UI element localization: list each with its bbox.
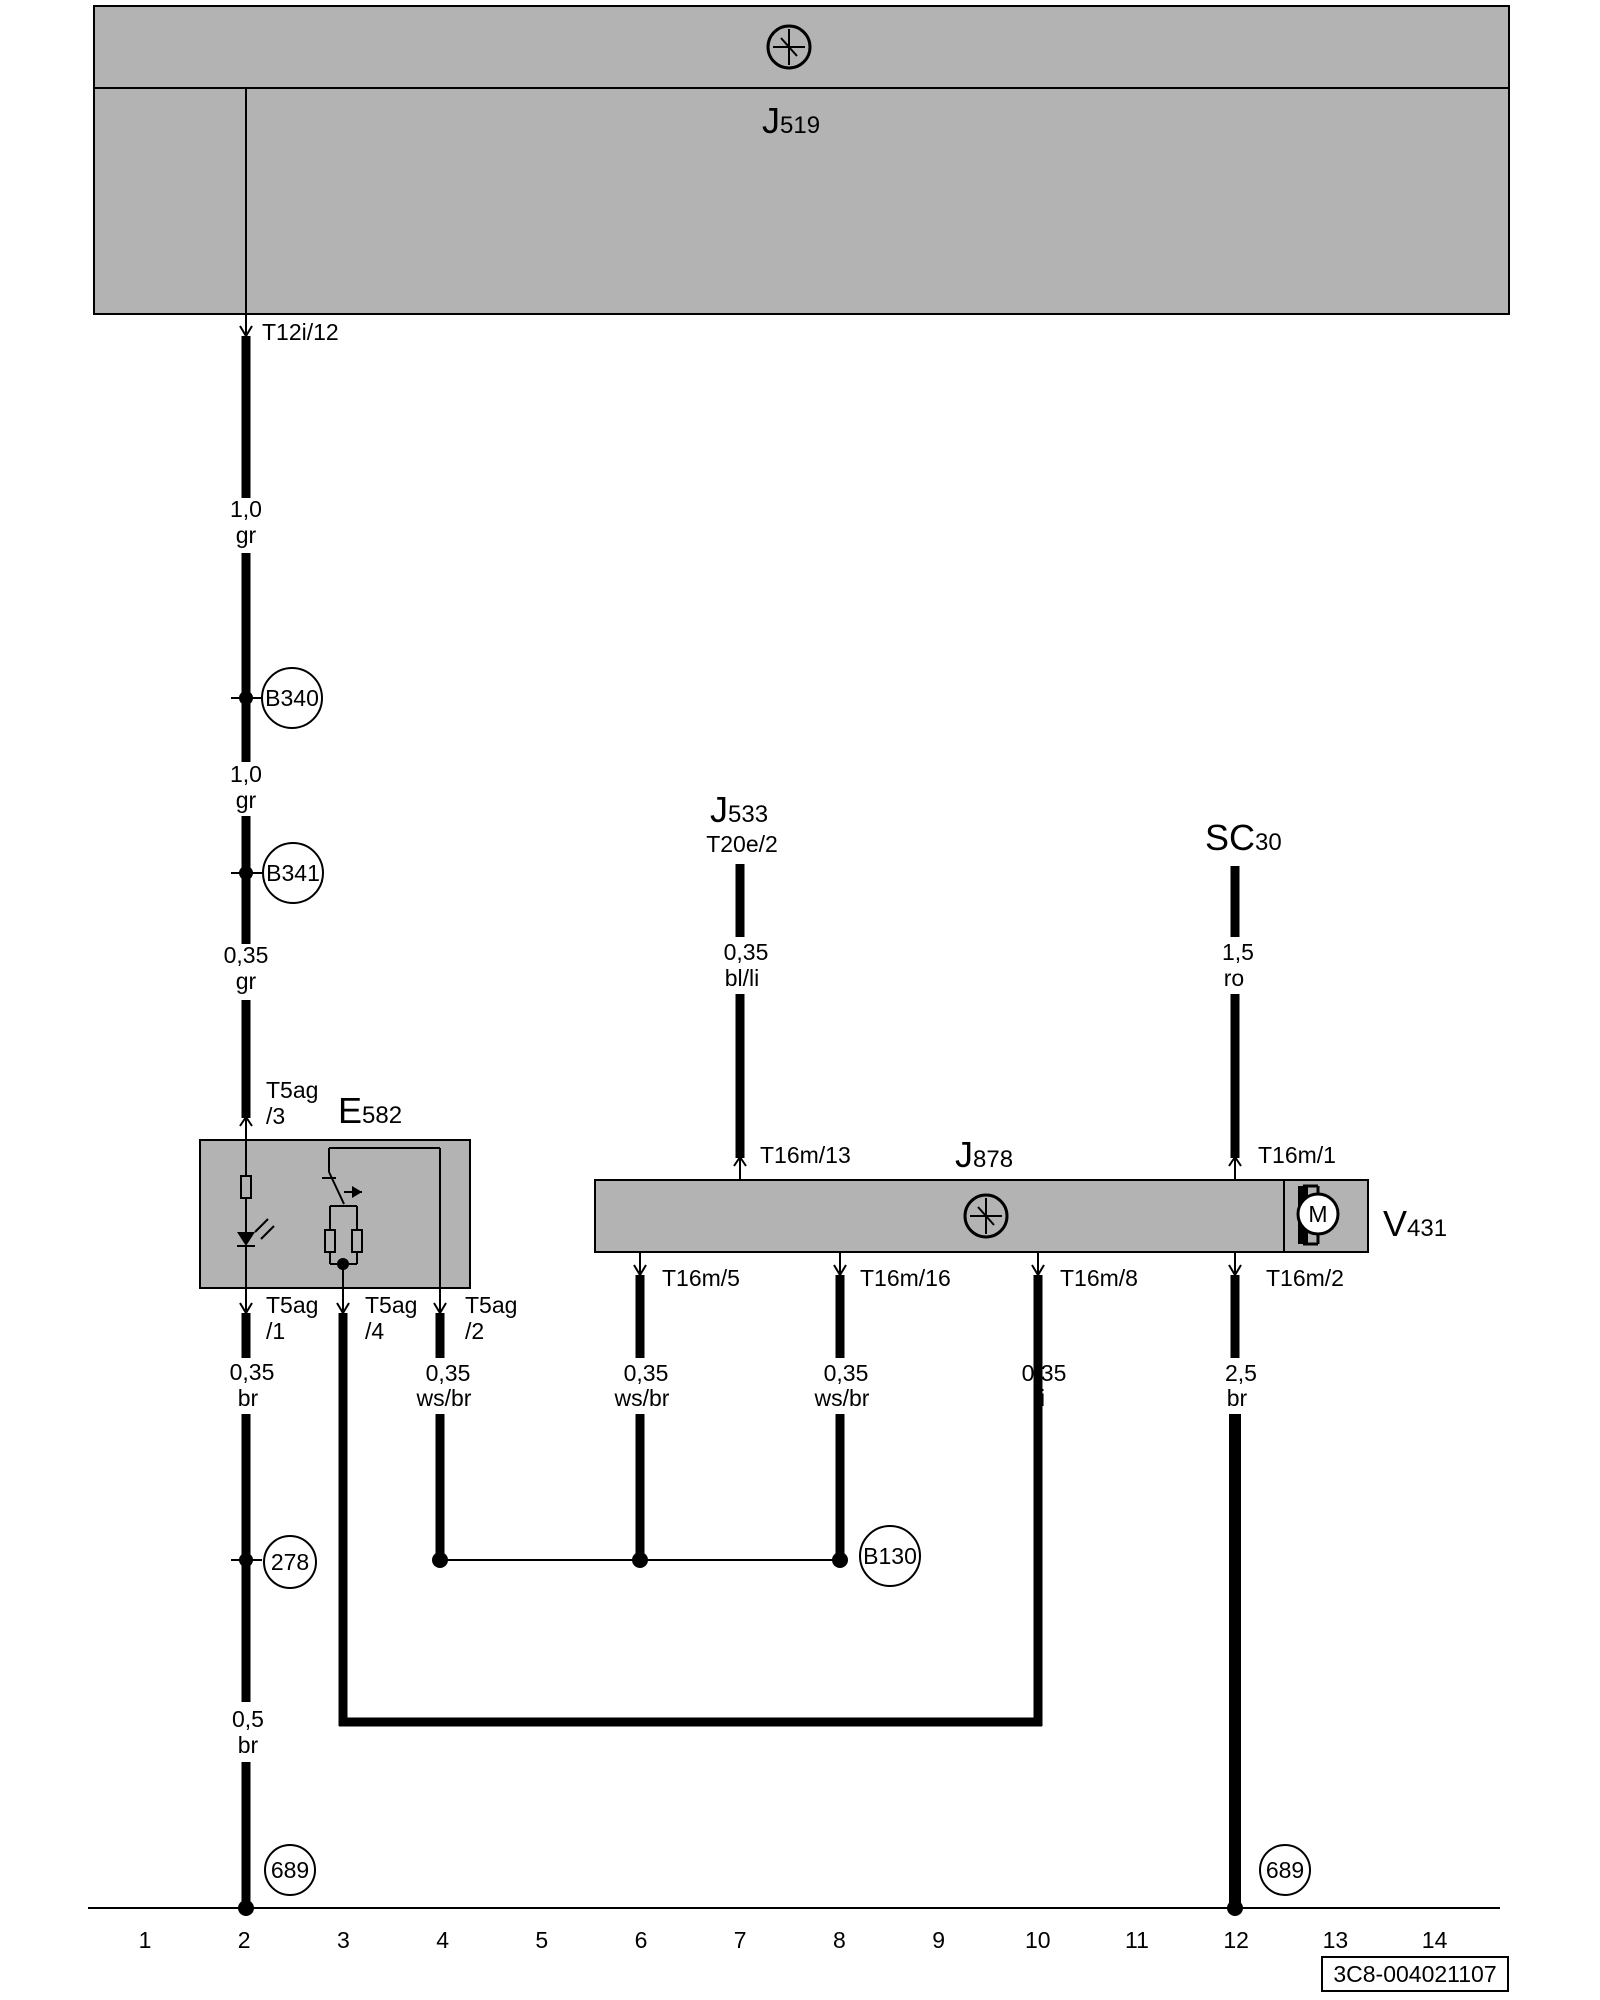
scale-number: 4 bbox=[436, 1927, 449, 1953]
wire-w2-size: 1,0 bbox=[230, 761, 262, 787]
connection-b341-label: B341 bbox=[266, 860, 320, 886]
j878-pins: T16m/5 T16m/16 T16m/8 0,35 li T16m/2 2,5… bbox=[633, 1252, 1344, 1916]
wire-loop bbox=[338, 1313, 1043, 1727]
wire-w1-color: gr bbox=[236, 522, 257, 548]
wire-w4-color: br bbox=[238, 1385, 259, 1411]
connection-b130 bbox=[859, 1525, 921, 1587]
scale-number: 2 bbox=[238, 1927, 251, 1953]
wire-group-ws-br: 0,35 ws/br 0,35 ws/br 0,35 ws/br B130 bbox=[416, 1313, 921, 1587]
v431-label: V431 bbox=[1383, 1203, 1447, 1244]
wire-w1-size: 1,0 bbox=[230, 496, 262, 522]
wire-column-2: T12i/12 1,0 gr B340 1,0 gr B341 0,35 gr … bbox=[224, 314, 339, 1140]
connection-b130-label: B130 bbox=[863, 1543, 917, 1569]
connection-b340-label: B340 bbox=[265, 685, 319, 711]
scale-number: 13 bbox=[1323, 1927, 1349, 1953]
scale-number: 8 bbox=[833, 1927, 846, 1953]
pin-t5ag-2-a: T5ag bbox=[465, 1292, 517, 1318]
sc30-wire: SC30 1,5 ro T16m/1 bbox=[1205, 817, 1336, 1180]
wire-w3-color: gr bbox=[236, 968, 257, 994]
ground-689-right-label: 689 bbox=[1266, 1857, 1304, 1883]
scale-number: 10 bbox=[1025, 1927, 1051, 1953]
pin-t5ag-1-a: T5ag bbox=[266, 1292, 318, 1318]
wire-w8-size: 0,35 bbox=[624, 1360, 669, 1386]
wire-w11-size: 1,5 bbox=[1222, 939, 1254, 965]
wire-w12-size: 2,5 bbox=[1225, 1360, 1257, 1386]
ground-689-right bbox=[1259, 1844, 1311, 1896]
scale-number: 12 bbox=[1223, 1927, 1249, 1953]
scale-number: 14 bbox=[1422, 1927, 1448, 1953]
scale-number: 6 bbox=[635, 1927, 648, 1953]
e582-switch: E582 bbox=[199, 1090, 471, 1289]
wire-w2-color: gr bbox=[236, 787, 257, 813]
wire-w10-color: li bbox=[1035, 1385, 1045, 1411]
e582-label: E582 bbox=[338, 1090, 402, 1131]
motor-symbol: M bbox=[1308, 1201, 1327, 1227]
pin-t5ag-2-b: /2 bbox=[465, 1318, 484, 1344]
wire-w6-color: ws/br bbox=[416, 1385, 472, 1411]
led-icon bbox=[237, 1232, 255, 1246]
j533-wire: J533 T20e/2 0,35 bl/li T16m/13 bbox=[706, 789, 851, 1180]
wire-w7-size: 0,35 bbox=[724, 939, 769, 965]
pin-t16m-2: T16m/2 bbox=[1266, 1265, 1344, 1291]
j533-label: J533 bbox=[710, 789, 768, 830]
wire-w12-color: br bbox=[1227, 1385, 1248, 1411]
e582-pins: T5ag /1 T5ag /4 T5ag /2 bbox=[239, 1288, 517, 1344]
ground-689-left bbox=[264, 1844, 316, 1896]
scale-number: 11 bbox=[1125, 1927, 1149, 1953]
pin-t5ag-3-a: T5ag bbox=[266, 1077, 318, 1103]
pin-t5ag-1-b: /1 bbox=[266, 1318, 285, 1344]
footer-code: 3C8-004021107 bbox=[1333, 1961, 1496, 1987]
pin-t16m-5: T16m/5 bbox=[662, 1265, 740, 1291]
j533-pin: T20e/2 bbox=[706, 831, 778, 857]
j519-control-unit: J519 bbox=[93, 5, 1510, 315]
scale-number: 7 bbox=[734, 1927, 747, 1953]
pin-t5ag-3-b: /3 bbox=[266, 1103, 285, 1129]
wire-w6-size: 0,35 bbox=[426, 1360, 471, 1386]
wire-w10-size: 0,35 bbox=[1022, 1360, 1067, 1386]
scale-number: 3 bbox=[337, 1927, 350, 1953]
scale-number: 5 bbox=[535, 1927, 548, 1953]
wire-w5-color: br bbox=[238, 1732, 259, 1758]
pin-t16m-16: T16m/16 bbox=[860, 1265, 951, 1291]
pushbutton-icon bbox=[322, 1171, 362, 1205]
sc30-label: SC30 bbox=[1205, 817, 1282, 858]
pin-t12i-12: T12i/12 bbox=[262, 319, 339, 345]
pin-t16m-13: T16m/13 bbox=[760, 1142, 851, 1168]
wire-w9-size: 0,35 bbox=[824, 1360, 869, 1386]
pin-t16m-8: T16m/8 bbox=[1060, 1265, 1138, 1291]
wire-w7-color: bl/li bbox=[725, 965, 760, 991]
control-unit-icon bbox=[766, 24, 812, 70]
j878-label: J878 bbox=[955, 1134, 1013, 1175]
scale-number: 1 bbox=[139, 1927, 152, 1953]
connection-278-label: 278 bbox=[271, 1549, 309, 1575]
scale-number: 9 bbox=[932, 1927, 945, 1953]
wire-w9-color: ws/br bbox=[814, 1385, 870, 1411]
connection-278 bbox=[263, 1535, 317, 1589]
wire-w8-color: ws/br bbox=[614, 1385, 670, 1411]
connection-b340 bbox=[261, 667, 323, 729]
connection-b341 bbox=[262, 842, 324, 904]
pin-t5ag-4-a: T5ag bbox=[365, 1292, 417, 1318]
footer-code-box: 3C8-004021107 bbox=[1321, 1956, 1509, 1992]
wire-w3-size: 0,35 bbox=[224, 942, 269, 968]
j878-control-unit: J878 M V431 bbox=[594, 1134, 1447, 1253]
ground-689-left-label: 689 bbox=[271, 1857, 309, 1883]
j519-label: J519 bbox=[762, 100, 820, 141]
motor-icon: M bbox=[1296, 1184, 1340, 1246]
wire-w4-size: 0,35 bbox=[230, 1359, 275, 1385]
pin-t16m-1: T16m/1 bbox=[1258, 1142, 1336, 1168]
pin-t5ag-4-b: /4 bbox=[365, 1318, 384, 1344]
wire-column-2-lower: 0,35 br 278 0,5 br 689 bbox=[230, 1313, 317, 1916]
wire-w11-color: ro bbox=[1224, 965, 1244, 991]
wire-w5-size: 0,5 bbox=[232, 1706, 264, 1732]
control-unit-icon bbox=[963, 1193, 1009, 1239]
